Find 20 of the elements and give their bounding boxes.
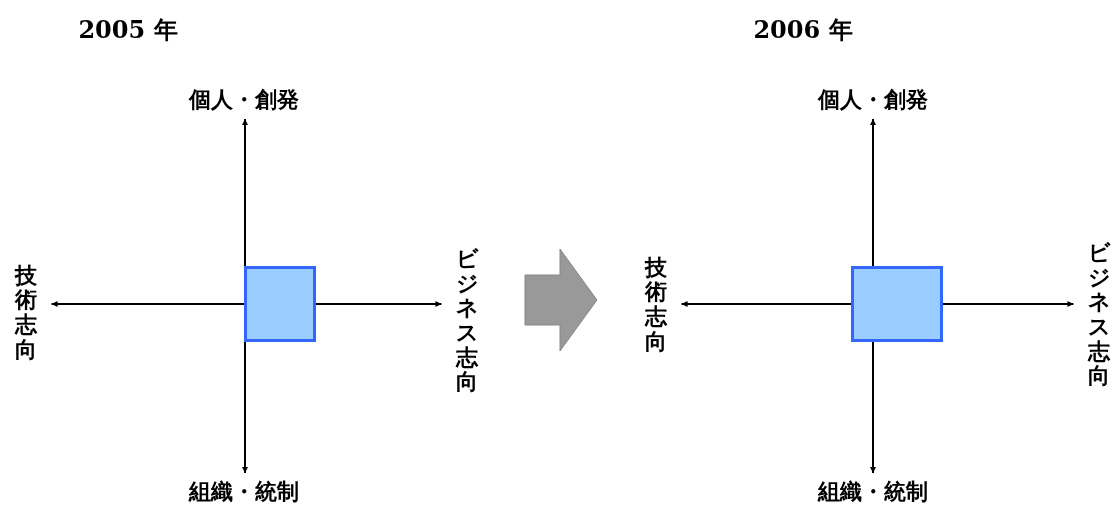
axis-arrow: [942, 301, 1075, 307]
axis-arrow: [870, 341, 876, 474]
axis-label: ビジネス志向: [455, 247, 479, 395]
axis-label: 技術志向: [644, 255, 668, 355]
axis-arrow: [680, 301, 852, 307]
axis-label: 個人・創発: [189, 89, 299, 111]
axis-arrow: [870, 118, 876, 267]
axis-arrow: [242, 341, 248, 474]
year-heading: 2005 年: [78, 18, 178, 42]
quadrant-box: [244, 266, 316, 342]
axis-label: 個人・創発: [818, 89, 928, 111]
year-heading: 2006 年: [753, 18, 853, 42]
axis-label: 技術志向: [14, 263, 38, 363]
axis-arrow: [50, 301, 245, 307]
axis-label: 組織・統制: [189, 481, 299, 503]
axis-arrow: [315, 301, 443, 307]
quadrant-box: [851, 266, 943, 342]
axis-arrow: [242, 118, 248, 267]
axis-label: ビジネス志向: [1087, 241, 1111, 389]
axis-label: 組織・統制: [818, 481, 928, 503]
